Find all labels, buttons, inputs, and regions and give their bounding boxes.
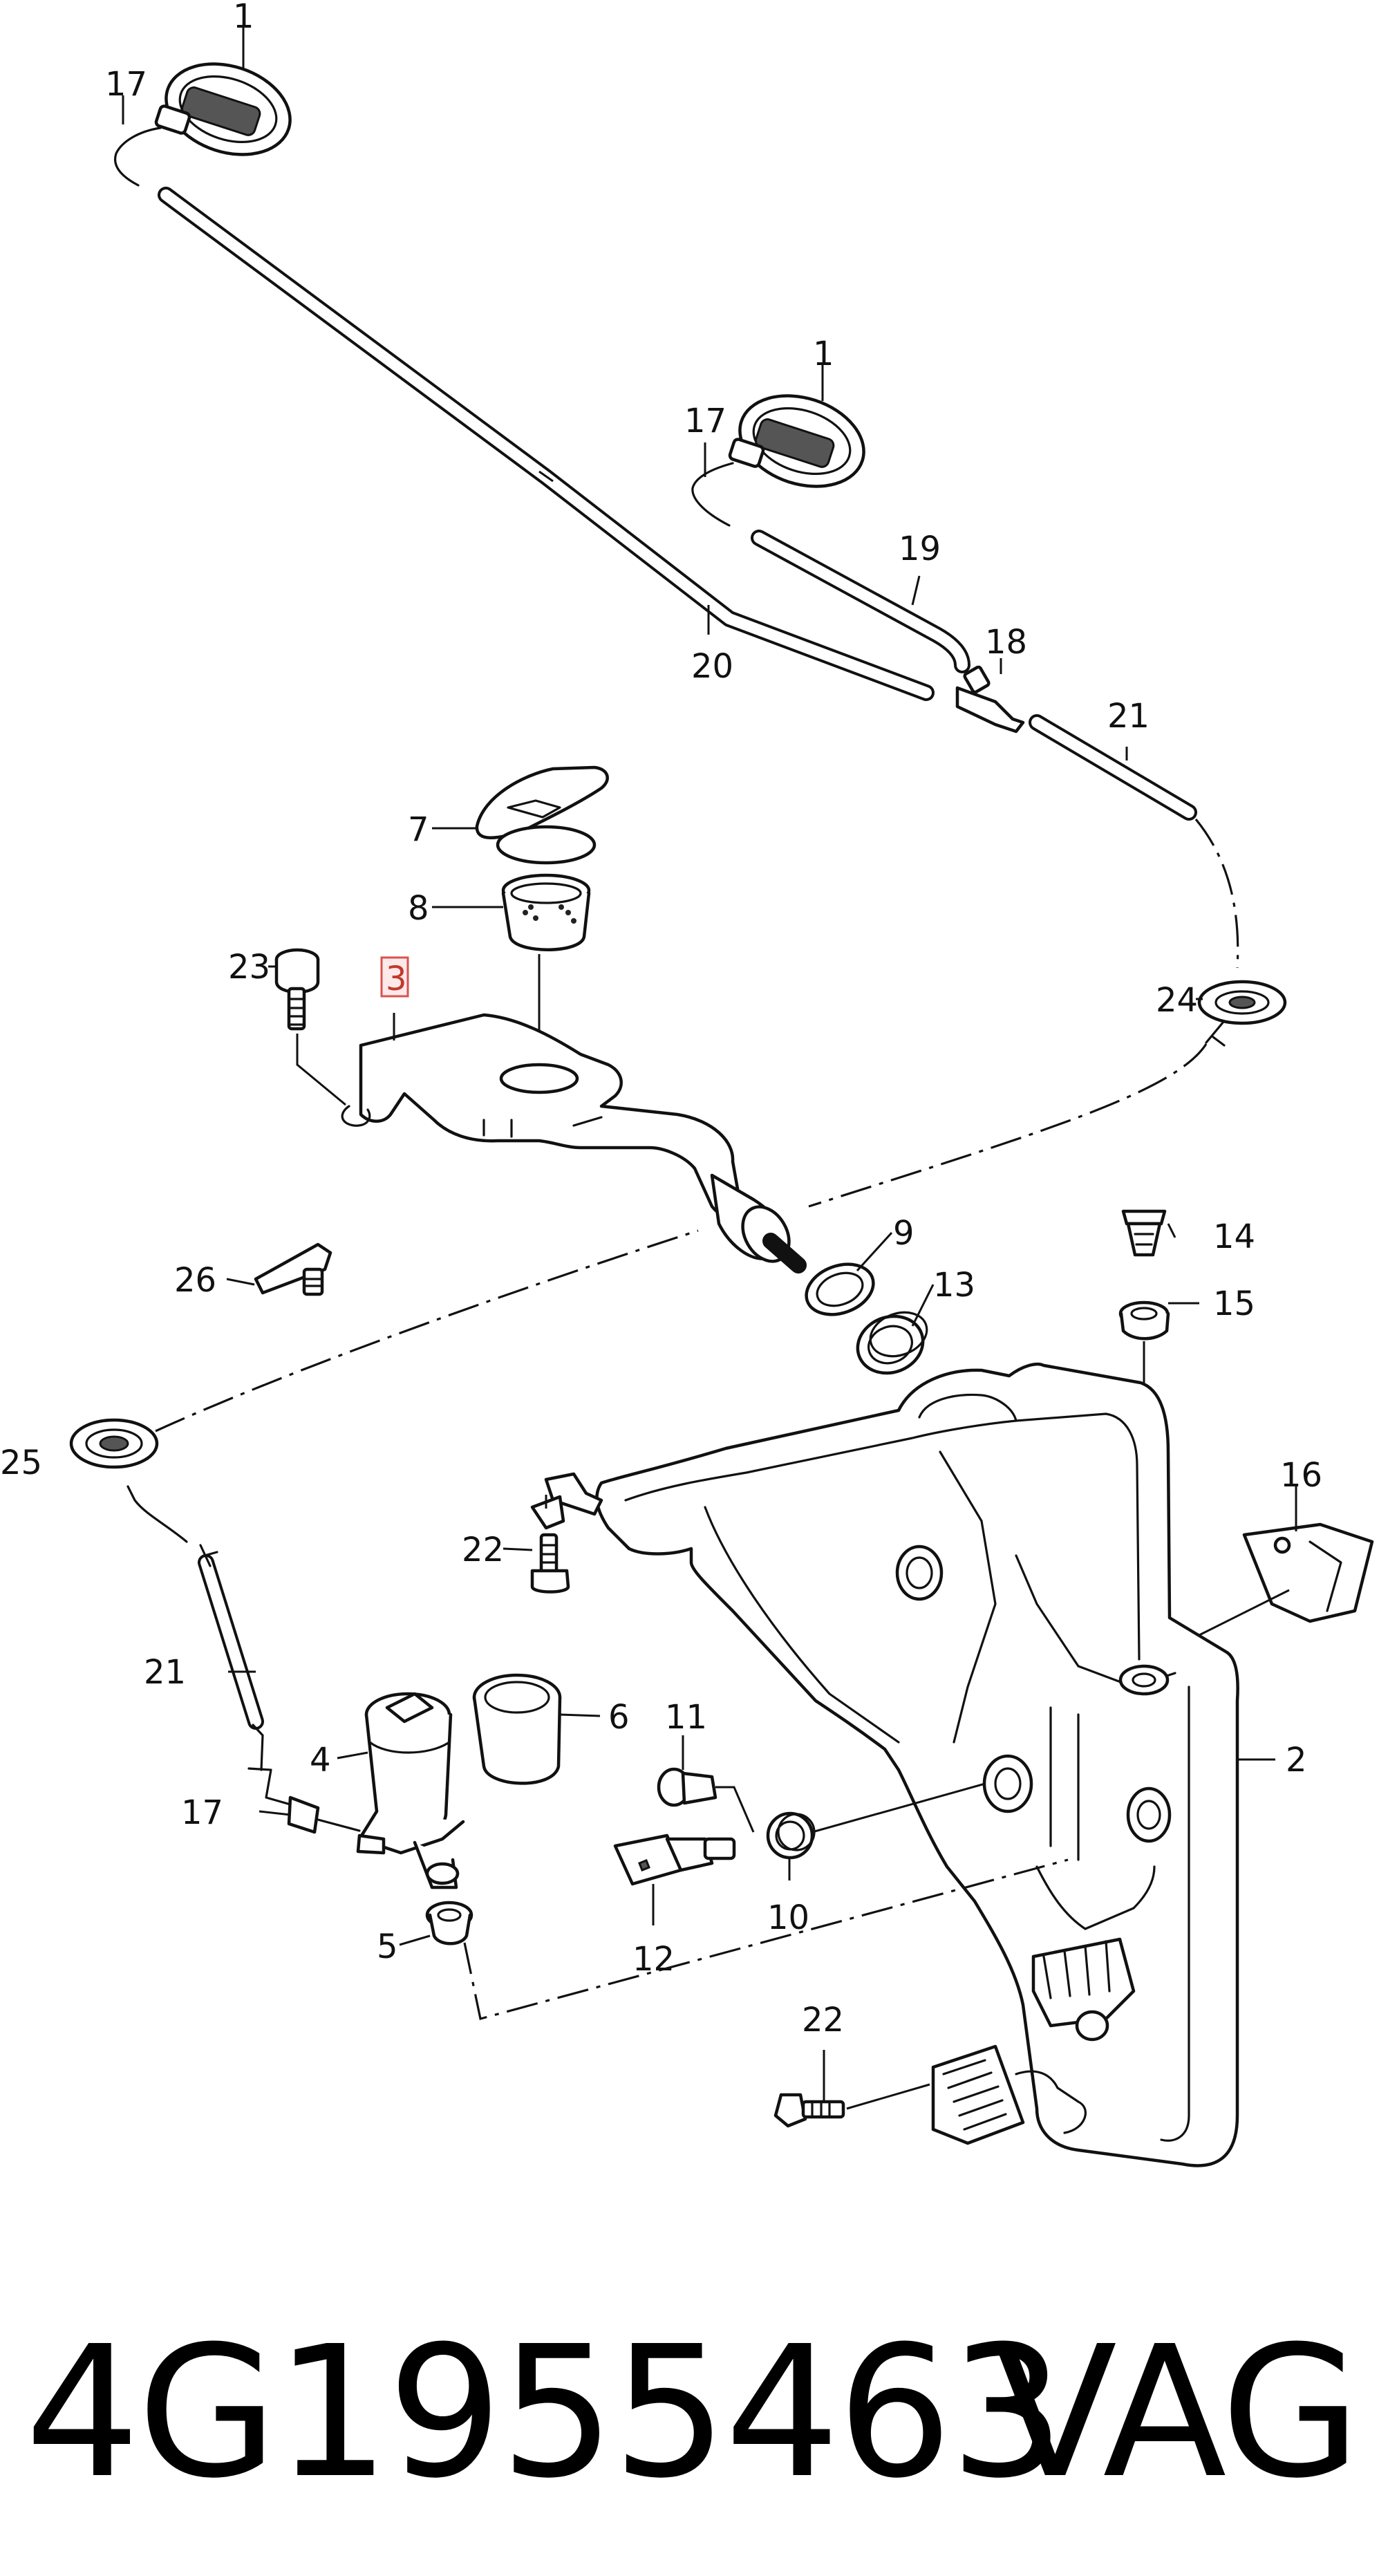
strainer-8 (501, 873, 591, 1058)
callout-21-upper: 21 (1107, 697, 1150, 736)
callout-13: 13 (933, 1266, 975, 1305)
clip-26 (254, 1242, 332, 1296)
grommet-24 (1197, 980, 1287, 1047)
brand-name: VAG (993, 2307, 1361, 2518)
grommet-10 (766, 1782, 986, 1860)
hose-20 (114, 127, 935, 701)
callout-14: 14 (1213, 1217, 1255, 1256)
callout-22-upper: 22 (462, 1531, 504, 1569)
gasket-5 (425, 1858, 1069, 2020)
callout-20: 20 (691, 647, 733, 686)
callout-22-lower: 22 (802, 2001, 844, 2040)
callout-24: 24 (1156, 981, 1198, 1020)
filler-cap-7 (475, 765, 609, 865)
part-number: 4G1955463 (25, 2307, 1065, 2518)
washer-nozzle-right (728, 394, 865, 488)
callout-12: 12 (632, 1940, 675, 1979)
bolt-23 (274, 948, 346, 1106)
callout-26: 26 (174, 1261, 216, 1300)
leader-lines (122, 26, 1297, 2100)
callout-15: 15 (1213, 1285, 1255, 1323)
callout-labels: 1 17 1 17 19 18 20 21 7 8 23 3 24 9 14 2… (0, 0, 1322, 2040)
callout-10: 10 (767, 1898, 809, 1937)
callout-3: 3 (386, 960, 407, 998)
level-sensor-12 (613, 1833, 736, 1886)
callout-6: 6 (608, 1698, 630, 1737)
callout-9: 9 (893, 1214, 914, 1253)
callout-16: 16 (1280, 1456, 1322, 1495)
washer-tank-2 (544, 1362, 1239, 2167)
callout-23: 23 (228, 948, 270, 987)
callout-17-lower: 17 (181, 1793, 223, 1832)
callout-7: 7 (408, 810, 429, 849)
callout-8: 8 (408, 889, 429, 928)
seal-9 (805, 1262, 875, 1316)
callout-3-highlight (380, 956, 409, 998)
callout-2: 2 (1286, 1741, 1307, 1780)
callout-17-top-left: 17 (105, 65, 147, 104)
callout-4: 4 (310, 1741, 331, 1780)
grommet-15 (1118, 1300, 1170, 1680)
callout-21-lower: 21 (144, 1653, 186, 1692)
callout-5: 5 (377, 1928, 398, 1966)
callout-1-left: 1 (233, 0, 254, 36)
callout-1-right: 1 (813, 335, 834, 373)
callout-17-top-right: 17 (684, 402, 726, 440)
filler-neck-3 (341, 1013, 807, 1273)
hose-19 (691, 462, 970, 673)
washer-nozzle-left (154, 62, 292, 156)
bolt-22-lower (773, 2083, 930, 2128)
bush-6 (472, 1673, 562, 1785)
grommet-25 (69, 1229, 699, 1469)
hose-21-upper (1029, 714, 1239, 969)
bracket-16 (1199, 1522, 1374, 1636)
callout-19: 19 (899, 530, 941, 568)
bolt-22-upper (530, 1495, 570, 1594)
callout-18: 18 (985, 623, 1027, 662)
fastener-11 (657, 1767, 755, 1833)
parts-diagram: 1 17 1 17 19 18 20 21 7 8 23 3 24 9 14 2… (0, 0, 1374, 2167)
callout-25: 25 (0, 1444, 42, 1482)
hose-21-lower (126, 1485, 361, 1834)
washer-pump-4 (356, 1692, 465, 1889)
grommet-13 (856, 1311, 928, 1375)
screw-14 (1121, 1209, 1167, 1257)
y-connector-18 (955, 665, 1025, 734)
callout-11: 11 (665, 1698, 707, 1737)
